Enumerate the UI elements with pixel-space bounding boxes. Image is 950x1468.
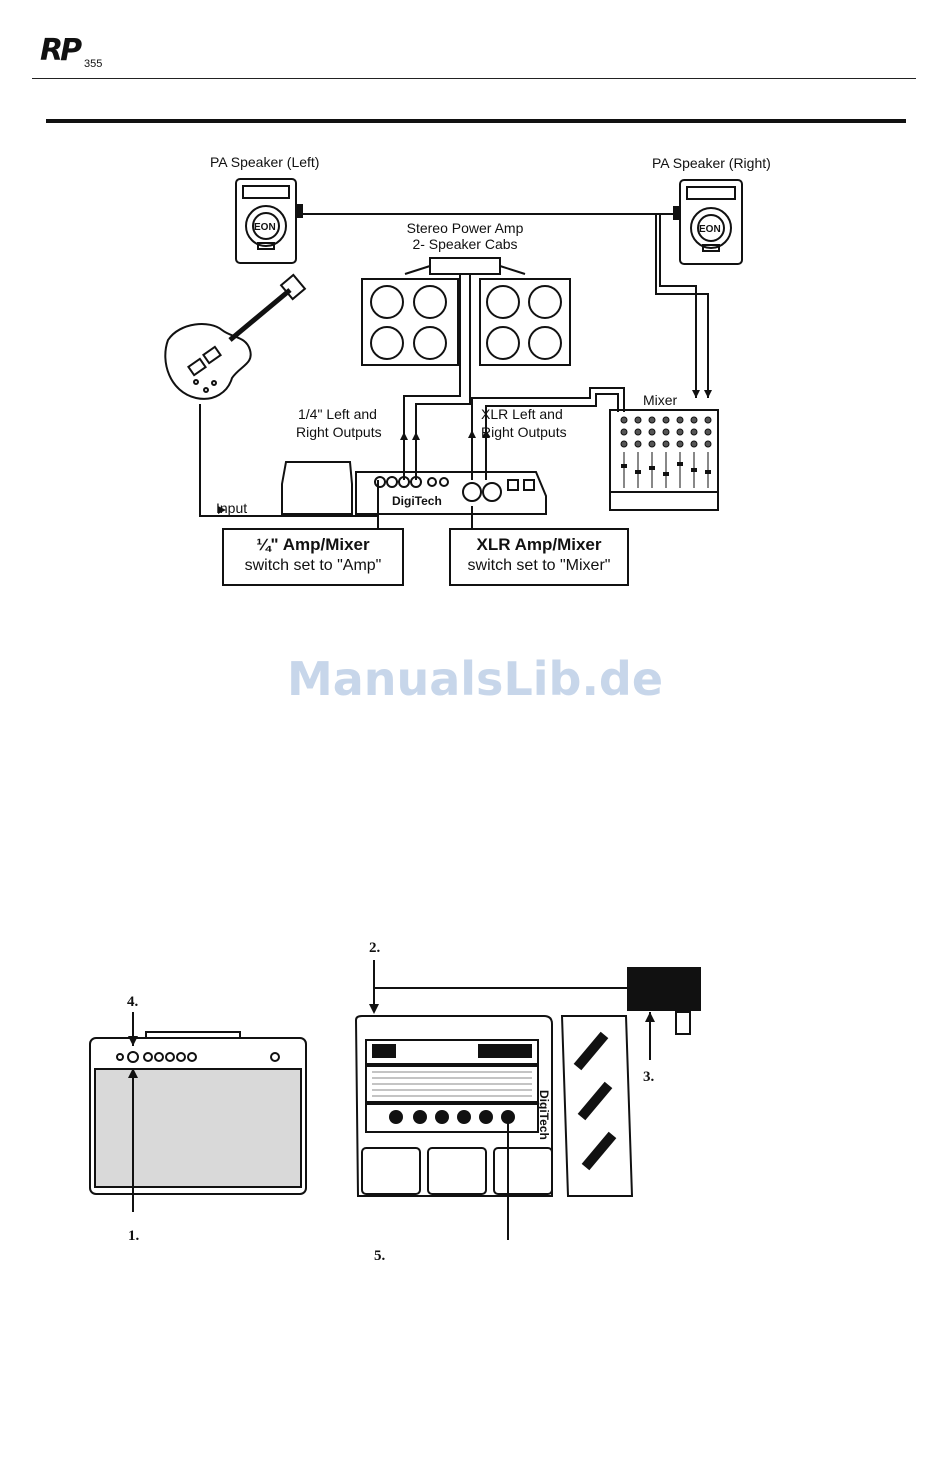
expression-pedal-brand: DigiTech	[537, 1090, 551, 1140]
quarter-outputs-label-line1: 1/4" Left and	[298, 406, 377, 422]
pa-speaker-right-illustration	[674, 180, 742, 264]
pedal-brand-label: DigiTech	[392, 494, 442, 508]
step-4-label: 4.	[127, 994, 138, 1011]
pa-speaker-left-brand: EON	[254, 222, 276, 233]
speaker-cab-left-illustration	[362, 279, 458, 365]
power-adapter-illustration	[628, 968, 700, 1010]
mixer-illustration	[610, 410, 718, 510]
pa-speaker-left-illustration	[236, 179, 302, 263]
pa-speaker-right-label: PA Speaker (Right)	[652, 155, 771, 171]
quarter-outputs-label-line2: Right Outputs	[296, 424, 382, 440]
callout-xlr-title: XLR Amp/Mixer	[451, 534, 627, 556]
rp355-pedal-illustration	[356, 472, 546, 514]
callout-xlr-amp-mixer: XLR Amp/Mixer switch set to "Mixer"	[449, 528, 629, 586]
step-1-label: 1.	[128, 1228, 139, 1245]
input-label: Input	[216, 500, 247, 516]
step-5-label: 5.	[374, 1248, 385, 1265]
guitar-illustration	[165, 275, 305, 399]
power-amp-label-line2: 2- Speaker Cabs	[380, 236, 550, 252]
xlr-outputs-label-line2: Right Outputs	[481, 424, 567, 440]
callout-quarter-title: ¼" Amp/Mixer	[224, 534, 402, 556]
step-3-label: 3.	[643, 1069, 654, 1086]
callout-xlr-subtitle: switch set to "Mixer"	[451, 556, 627, 576]
rp355-pedal-large-illustration	[356, 1016, 552, 1196]
step-2-label: 2.	[369, 940, 380, 957]
power-amp-illustration	[430, 258, 500, 274]
pa-speaker-right-brand: EON	[699, 224, 721, 235]
callout-quarter-subtitle: switch set to "Amp"	[224, 556, 402, 576]
expression-pedal-illustration	[282, 462, 352, 514]
callout-quarter-amp-mixer: ¼" Amp/Mixer switch set to "Amp"	[222, 528, 404, 586]
speaker-cab-right-illustration	[480, 279, 570, 365]
mixer-label: Mixer	[643, 392, 677, 408]
watermark: ManualsLib.de	[0, 652, 950, 706]
pa-speaker-left-label: PA Speaker (Left)	[210, 154, 319, 170]
xlr-outputs-label-line1: XLR Left and	[481, 406, 563, 422]
guitar-amp-illustration	[90, 1032, 306, 1194]
power-amp-label-line1: Stereo Power Amp	[380, 220, 550, 236]
